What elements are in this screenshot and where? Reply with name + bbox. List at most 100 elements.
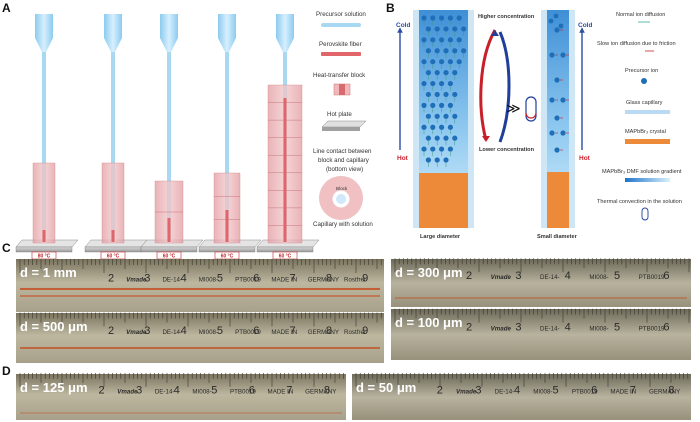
ruler-marking: 5 (614, 321, 620, 333)
capillary-funnel (35, 14, 53, 52)
legend-hotplate-front (322, 127, 360, 131)
precursor-ion (553, 13, 559, 19)
ruler-marking: DE-14- (540, 274, 560, 281)
capillary-setup: 60 °C (256, 14, 320, 260)
temperature-label: 60 °C (163, 254, 176, 260)
ruler-marking: 5 (217, 325, 223, 337)
hot-plate-front (15, 246, 73, 253)
ruler-marking: 3 (144, 325, 150, 337)
precursor-ion (452, 26, 458, 32)
precursor-ion (439, 59, 445, 65)
photo-background (16, 374, 346, 420)
ruler-marking: 3 (515, 321, 521, 333)
ruler-marking: DE-14- (162, 276, 182, 283)
ruler-marking: Rostfrei (344, 329, 365, 336)
ruler-marking: 2 (108, 272, 114, 284)
diameter-label: d = 100 μm (395, 315, 463, 330)
precursor-ion (434, 113, 440, 119)
ruler-marking: MI008- (589, 325, 608, 332)
panel-b: Cold Hot Cold Hot Higher concentration L… (396, 10, 592, 240)
ruler-marking: PTB0019 (572, 388, 598, 395)
ruler-marking: MADE IN (271, 276, 297, 283)
ruler-marking: 6 (253, 325, 259, 337)
precursor-ion (430, 124, 436, 130)
precursor-ion (461, 48, 467, 54)
legend-capillary-text: Capillary with solution (313, 221, 373, 228)
legend-block-text: Heat-transfer block (313, 72, 366, 79)
temperature-label: 60 °C (221, 254, 234, 260)
precursor-ion (434, 157, 440, 163)
ruler-marking: GERMANY (308, 276, 339, 283)
ruler-marking: 7 (290, 272, 296, 284)
legend-precursor-text: Precursor solution (316, 11, 366, 18)
diameter-label: d = 1 mm (20, 265, 77, 280)
capillary-funnel (104, 14, 122, 52)
legend-ion-text: Precursor ion (625, 68, 658, 74)
photo-background (352, 374, 691, 420)
precursor-ion (425, 26, 431, 32)
diameter-label: d = 500 μm (20, 319, 88, 334)
ruler-marking: Rostfrei (344, 276, 365, 283)
precursor-ion (421, 124, 427, 130)
ruler-marking: 5 (614, 270, 620, 282)
legend-hotplate-text: Hot plate (327, 111, 352, 118)
ruler-marking: Vmade (126, 276, 147, 283)
ruler-marking: PTB0019 (639, 325, 665, 332)
ruler-marking: 6 (663, 270, 669, 282)
ruler-marking: MI008- (199, 329, 218, 336)
capillary-tube (225, 52, 229, 242)
precursor-ion (452, 70, 458, 76)
ruler-marking: Vmade (491, 325, 512, 332)
cold-label-right: Cold (578, 22, 592, 29)
hot-plate-front (140, 246, 198, 253)
bottom-view-solution (336, 194, 346, 204)
panel-label-b: B (386, 1, 395, 15)
temperature-label: 60 °C (107, 254, 120, 260)
precursor-ion (434, 70, 440, 76)
large-diameter-label: Large diameter (420, 234, 461, 240)
precursor-ion (560, 97, 566, 103)
perovskite-fiber (20, 288, 380, 290)
precursor-ion (443, 26, 449, 32)
lower-concentration-label: Lower concentration (479, 147, 535, 153)
precursor-ion (421, 15, 427, 21)
panel-a-legend: Precursor solution Perovskite fiber Heat… (313, 11, 373, 228)
ruler-marking: DE-14- (162, 329, 182, 336)
precursor-ion (430, 59, 436, 65)
precursor-ion (452, 91, 458, 98)
ruler-marking: 3 (136, 384, 142, 396)
ruler-marking: 2 (108, 325, 114, 337)
precursor-ion (560, 52, 566, 58)
photo-background (16, 259, 384, 312)
hot-plate-front (198, 246, 256, 253)
precursor-ion (452, 135, 458, 141)
hot-label-left: Hot (397, 155, 409, 162)
capillary-funnel (160, 14, 178, 52)
precursor-ion (421, 59, 427, 65)
ruler-marking: 4 (565, 270, 571, 282)
precursor-ion (421, 37, 427, 43)
legend-crystal-swatch (625, 139, 670, 144)
photo-background (391, 309, 691, 360)
precursor-ion (558, 23, 564, 29)
precursor-ion (443, 157, 449, 163)
ruler-marking: 7 (290, 325, 296, 337)
legend-ion-dot (641, 78, 647, 84)
ruler-marking: GERMANY (305, 388, 336, 395)
capillary-funnel (276, 14, 294, 52)
ruler-marking: 2 (99, 384, 105, 396)
capillary-setup: 60 °C (84, 14, 148, 260)
photo-background (391, 259, 691, 307)
perovskite-fiber (167, 218, 171, 242)
legend-block-core (339, 84, 345, 95)
ruler-marking: DE-14- (495, 388, 515, 395)
legend-contact-line2: block and capillary (318, 157, 370, 164)
ruler-marking: Vmade (491, 274, 512, 281)
temperature-label: 60 °C (279, 254, 292, 260)
ruler-marking: MI008- (589, 274, 608, 281)
